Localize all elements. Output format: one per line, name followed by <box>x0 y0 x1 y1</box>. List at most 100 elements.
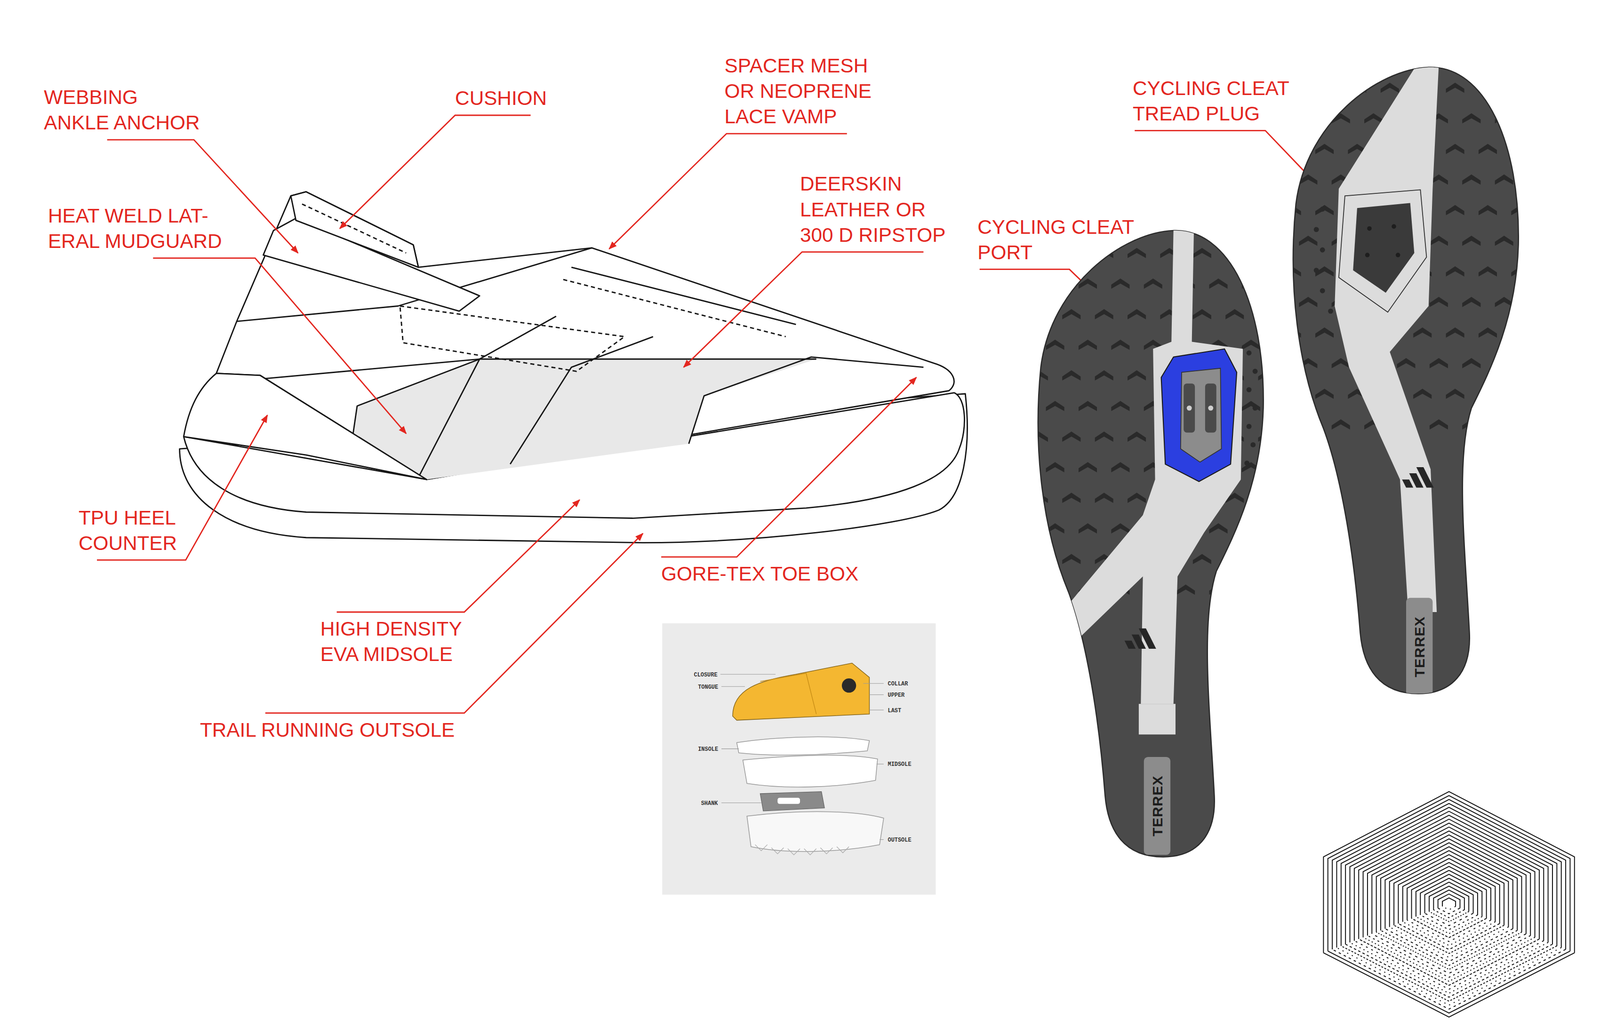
tread-lug <box>1258 309 1277 320</box>
tread-lug <box>1062 553 1081 565</box>
plug-dot <box>1391 224 1397 230</box>
tread-lug <box>1446 388 1465 400</box>
tread-lug <box>1095 309 1114 320</box>
tread-lug <box>1029 492 1048 504</box>
tread-lug <box>1046 584 1065 595</box>
hex-ring <box>1438 908 1461 914</box>
tread-lug <box>1078 400 1097 412</box>
tread-lug <box>1062 492 1081 504</box>
tread-lug <box>1511 266 1530 277</box>
tread-lug <box>1446 266 1465 277</box>
tread-lug <box>1095 370 1114 381</box>
tread-lug <box>1511 327 1530 338</box>
tread-lug <box>1282 266 1302 277</box>
hex-ring <box>1407 920 1491 943</box>
hex-ring <box>1341 807 1558 947</box>
tread-lug <box>1446 205 1465 216</box>
panel-seam <box>255 359 480 380</box>
inset-part-label: SHANK <box>701 799 719 807</box>
hex-ring <box>1358 939 1540 986</box>
hex-ring <box>1389 927 1509 958</box>
sole-channel <box>1334 65 1439 613</box>
tread-lug <box>1111 462 1130 473</box>
wordmark-band <box>1144 757 1171 856</box>
tread-lug <box>1298 113 1318 124</box>
tread-lug <box>1413 388 1432 400</box>
tread-lug <box>1495 113 1514 124</box>
tread-lug <box>1462 419 1481 430</box>
tread-lug <box>1446 327 1465 338</box>
hex-ring <box>1350 815 1549 943</box>
tread-lug <box>1429 358 1448 369</box>
hex-ring <box>1363 827 1536 938</box>
tread-lug <box>1095 248 1114 259</box>
tread-lug <box>1062 370 1081 381</box>
tread-lug <box>1478 144 1497 155</box>
tread-lug <box>1446 144 1465 155</box>
tread-lug <box>1127 248 1146 259</box>
leader-line <box>336 500 580 613</box>
tread-lug <box>1495 419 1514 430</box>
tread-lug <box>1095 431 1114 442</box>
inset-part-label: MIDSOLE <box>887 760 912 768</box>
tread-lug <box>1282 144 1302 155</box>
sole-dot <box>1320 247 1326 253</box>
hex-ring <box>1420 915 1478 930</box>
hex-ring <box>1358 823 1540 940</box>
leader-line <box>339 115 531 229</box>
tread-lug <box>1495 174 1514 185</box>
tread-lug <box>1511 144 1530 155</box>
inset-dial <box>841 678 856 693</box>
inset-leader <box>876 764 884 765</box>
sole-dot <box>1246 350 1252 356</box>
stitch <box>302 204 407 254</box>
leader-line <box>265 533 643 714</box>
hex-ring <box>1389 850 1509 928</box>
inset-shank-slot <box>777 798 800 805</box>
tread-lug <box>1331 419 1351 430</box>
toe-flap <box>688 357 924 444</box>
tread-lug <box>1258 370 1277 381</box>
hex-ring <box>1328 795 1571 952</box>
tread-lug <box>1111 278 1130 289</box>
sole-dot <box>1313 267 1320 273</box>
lace-vamp <box>571 267 796 325</box>
tread-lug <box>1511 388 1530 400</box>
inset-leader <box>721 802 762 804</box>
inset-leader <box>721 686 745 688</box>
inset-part-label: COLLAR <box>887 680 908 688</box>
tread-lug <box>1298 235 1318 247</box>
cleat-bolt <box>1186 405 1192 411</box>
tread-lug <box>1062 248 1081 259</box>
tread-lug <box>1298 419 1318 430</box>
hex-ring <box>1380 930 1518 966</box>
tread-lug <box>1127 370 1146 381</box>
tread-lug <box>1111 523 1130 534</box>
tread-lug <box>1462 174 1481 185</box>
lace-vamp <box>563 279 786 337</box>
tread-lug <box>1347 82 1367 94</box>
tread-lug <box>1315 388 1334 400</box>
tread-lug <box>1176 584 1195 595</box>
cleat-bolt <box>1208 405 1214 411</box>
tread-lug <box>1046 400 1065 412</box>
hex-ring <box>1384 928 1513 962</box>
tread-lug <box>1062 431 1081 442</box>
tread-lug <box>1127 309 1146 320</box>
tread-lug <box>1380 82 1400 94</box>
tread-lug <box>1396 358 1416 369</box>
hex-ring <box>1328 951 1571 1014</box>
inset-part-label: CLOSURE <box>693 671 718 679</box>
inset-shank <box>760 792 825 812</box>
inset-part-label: LAST <box>887 706 902 714</box>
tread-lug <box>1127 431 1146 442</box>
tread-lug <box>1258 553 1277 565</box>
callout-label: DEERSKIN LEATHER OR 300 D RIPSTOP <box>800 171 952 248</box>
sole-dot <box>1246 387 1252 393</box>
leader-line <box>152 258 407 434</box>
tread-lug <box>1078 339 1097 351</box>
tread-lug <box>1315 205 1334 216</box>
hex-ring <box>1345 811 1553 945</box>
tread-lug <box>1315 82 1334 94</box>
